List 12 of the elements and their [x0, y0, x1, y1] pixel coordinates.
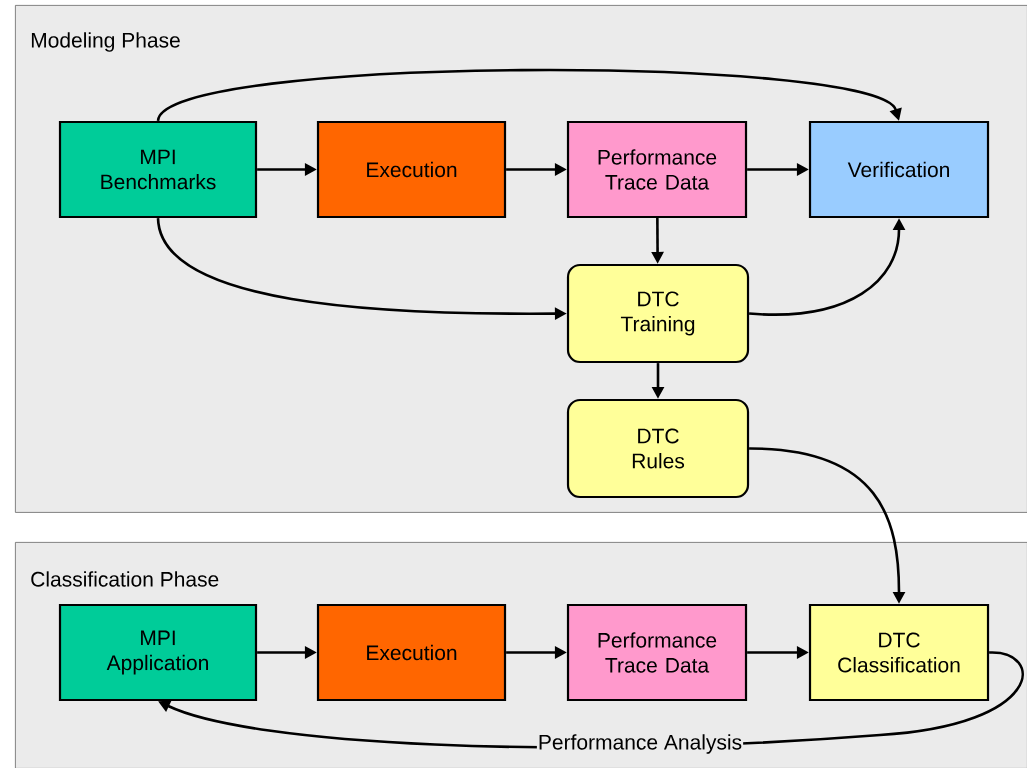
process-box: MPI Application [58, 603, 258, 702]
rounded-box: DTC Training [566, 263, 750, 364]
process-box: DTC Classification [808, 603, 990, 702]
process-box: Execution [316, 603, 507, 702]
process-box: Execution [316, 120, 507, 219]
edge-label: Performance Analysis [539, 734, 742, 754]
process-box: Performance Trace Data [566, 120, 748, 219]
rounded-box: DTC Rules [566, 398, 750, 499]
process-box: Verification [808, 120, 990, 219]
arrow [157, 68, 902, 122]
process-box: Performance Trace Data [566, 603, 748, 702]
process-box: MPI Benchmarks [58, 120, 258, 219]
